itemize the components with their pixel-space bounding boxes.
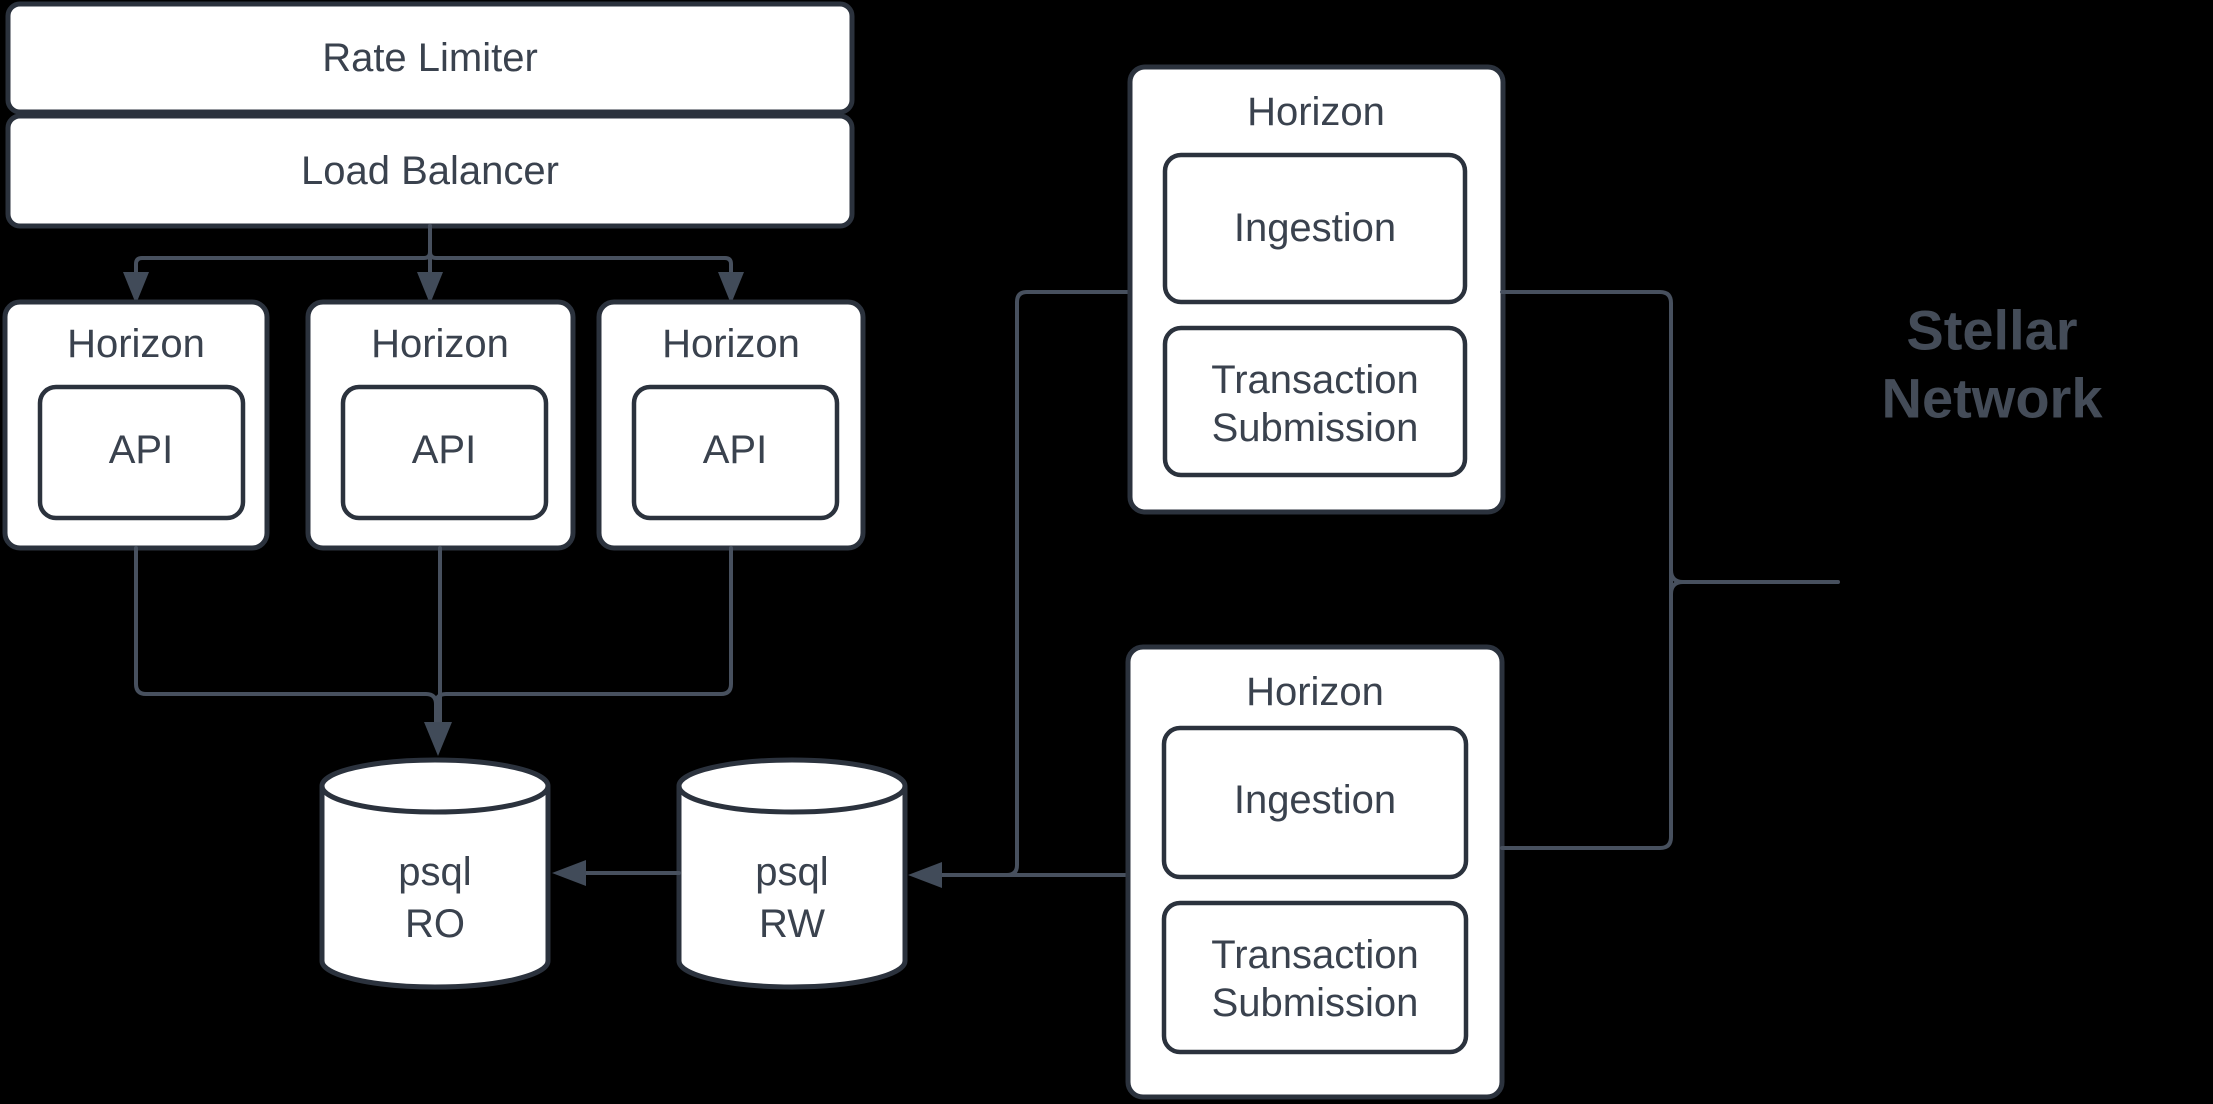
stellar-network-label: Stellar Network xyxy=(1882,299,2104,430)
arrowhead-left xyxy=(552,860,586,886)
psql-ro-database: psql RO xyxy=(319,757,551,990)
cylinder-body xyxy=(676,786,908,990)
arrowhead-down xyxy=(424,722,452,756)
edge-horizon-to-psql-ro xyxy=(134,546,733,756)
horizon-api-node: Horizon API xyxy=(596,299,866,551)
transaction-submission-module-box xyxy=(1162,325,1468,478)
psql-rw-database: psql RW xyxy=(676,757,908,990)
ingestion-module-label: Ingestion xyxy=(1234,778,1396,822)
api-module-box xyxy=(631,384,840,521)
edge-horizon-to-psql-rw xyxy=(908,290,1132,888)
horizon-title: Horizon xyxy=(67,322,205,366)
horizon-title: Horizon xyxy=(1247,90,1385,134)
cylinder-top xyxy=(319,757,551,815)
stellar-network-line2: Network xyxy=(1882,367,2104,430)
edge-horizon-to-stellar-network xyxy=(1500,290,1840,850)
transaction-submission-module-box xyxy=(1161,900,1469,1055)
edge-load-balancer-to-horizon xyxy=(123,224,744,304)
api-module-box xyxy=(37,384,246,521)
arrowhead-left xyxy=(908,862,942,888)
api-module-label: API xyxy=(703,428,767,472)
arrowhead-down xyxy=(123,272,149,304)
stellar-network-line1: Stellar xyxy=(1906,299,2077,362)
api-module-box xyxy=(340,384,549,521)
cylinder-top xyxy=(676,757,908,815)
horizon-ingestion-node: Horizon Ingestion Transaction Submission xyxy=(1125,644,1505,1100)
ingestion-module-box xyxy=(1162,152,1468,305)
database-label-line1: psql xyxy=(755,850,828,894)
transaction-submission-label-line1: Transaction xyxy=(1211,933,1419,977)
horizon-title: Horizon xyxy=(662,322,800,366)
load-balancer-label: Load Balancer xyxy=(301,149,559,193)
api-module-label: API xyxy=(109,428,173,472)
api-module-label: API xyxy=(412,428,476,472)
rate-limiter-box xyxy=(5,1,855,115)
ingestion-module-box xyxy=(1161,725,1469,880)
horizon-title: Horizon xyxy=(1246,670,1384,714)
horizon-api-node: Horizon API xyxy=(2,299,270,551)
horizon-ingestion-node: Horizon Ingestion Transaction Submission xyxy=(1127,64,1506,515)
database-label-line2: RW xyxy=(759,902,825,946)
transaction-submission-label-line2: Submission xyxy=(1212,981,1419,1025)
horizon-title: Horizon xyxy=(371,322,509,366)
rate-limiter-node: Rate Limiter xyxy=(5,1,855,115)
arrowhead-down xyxy=(417,272,443,304)
load-balancer-node: Load Balancer xyxy=(5,113,855,229)
database-label-line2: RO xyxy=(405,902,465,946)
transaction-submission-label-line2: Submission xyxy=(1212,406,1419,450)
rate-limiter-label: Rate Limiter xyxy=(322,36,538,80)
cylinder-body xyxy=(319,786,551,990)
edge-psql-rw-to-psql-ro xyxy=(552,860,681,886)
database-label-line1: psql xyxy=(398,850,471,894)
arrowhead-down xyxy=(718,272,744,304)
horizon-api-node: Horizon API xyxy=(305,299,576,551)
transaction-submission-label-line1: Transaction xyxy=(1211,358,1419,402)
ingestion-module-label: Ingestion xyxy=(1234,206,1396,250)
